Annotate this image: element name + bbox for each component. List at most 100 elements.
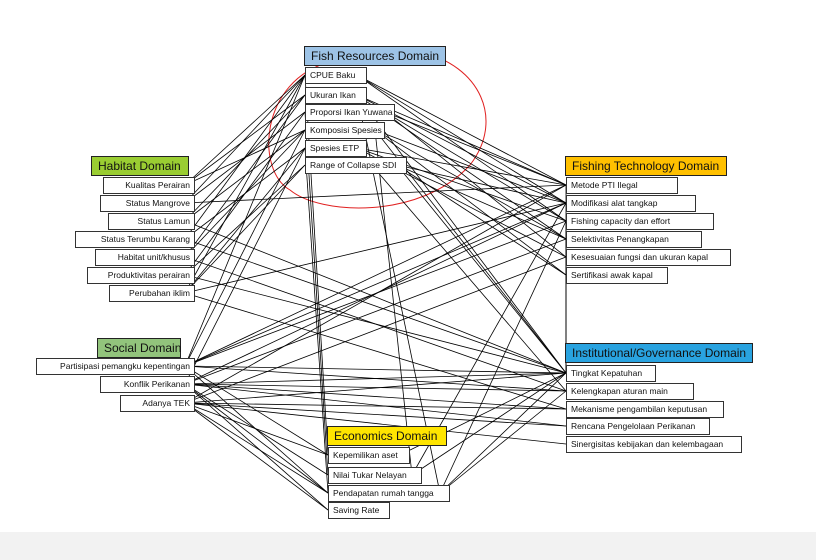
connector-line [184, 74, 306, 367]
connector-line [356, 74, 567, 186]
inst-item-mekanisme-keputusan: Mekanisme pengambilan keputusan [566, 401, 724, 418]
tech-item-sertifikasi-awak: Sertifikasi awak kapal [566, 267, 668, 284]
fish-item-ukuran-ikan: Ukuran Ikan [305, 87, 367, 104]
connector-line [384, 111, 567, 186]
connector-line [184, 402, 329, 511]
connector-line [184, 129, 306, 186]
connector-line [184, 129, 306, 367]
connector-line [396, 164, 567, 276]
connector-line [184, 365, 567, 374]
social-domain-header: Social Domain [97, 338, 181, 358]
tech-item-modifikasi-alat: Modifikasi alat tangkap [566, 195, 696, 212]
connector-line [356, 74, 567, 222]
connector-line [184, 402, 567, 427]
connector-line [184, 365, 329, 456]
connector-line [184, 402, 329, 456]
habitat-item-produktivitas-perairan: Produktivitas perairan [87, 267, 195, 284]
inst-item-tingkat-kepatuhan: Tingkat Kepatuhan [566, 365, 656, 382]
connector-line [184, 383, 567, 392]
tech-item-fishing-capacity: Fishing capacity dan effort [566, 213, 714, 230]
connector-line [184, 274, 567, 374]
tech-item-kesesuaian-kapal: Kesesuaian fungsi dan ukuran kapal [566, 249, 731, 266]
tech-item-metode-pti-ilegal: Metode PTI Ilegal [566, 177, 678, 194]
connector-line [184, 402, 567, 445]
connector-line [384, 111, 567, 258]
connector-line [184, 238, 567, 374]
connector-line [439, 372, 567, 494]
connector-line [184, 372, 567, 404]
connector-line [184, 256, 567, 404]
institutional-domain-header: Institutional/Governance Domain [565, 343, 753, 363]
fish-item-spesies-etp: Spesies ETP [305, 140, 367, 157]
fish-item-komposisi-spesies: Komposisi Spesies [305, 122, 385, 139]
inst-item-kelengkapan-aturan: Kelengkapan aturan main [566, 383, 694, 400]
connector-line [439, 390, 567, 494]
connector-line [184, 94, 306, 222]
connector-line [184, 238, 567, 385]
connector-line [184, 94, 306, 258]
connector-line [396, 164, 567, 374]
habitat-item-habitat-unit: Habitat unit/khusus [95, 249, 195, 266]
connector-line [396, 164, 567, 240]
connector-line [356, 147, 567, 392]
connector-line [184, 402, 329, 494]
connector-line [374, 129, 567, 204]
connector-line [304, 147, 329, 494]
connector-line [184, 292, 567, 410]
connector-line [184, 383, 567, 427]
econ-item-kepemilikan-aset: Kepemilikan aset [328, 447, 410, 464]
econ-item-saving-rate: Saving Rate [328, 502, 390, 519]
connector-line [396, 164, 567, 204]
connector-line [356, 147, 567, 186]
connector-line [184, 220, 567, 374]
connector-line [184, 383, 329, 494]
fish-item-proporsi-yuwana: Proporsi Ikan Yuwana [305, 104, 395, 121]
connector-line [184, 74, 306, 204]
connector-line [184, 202, 567, 385]
connector-line [184, 74, 306, 294]
connector-line [184, 383, 329, 476]
connector-line [184, 365, 567, 392]
technology-domain-header: Fishing Technology Domain [565, 156, 727, 176]
tech-item-selektivitas: Selektivitas Penangkapan [566, 231, 702, 248]
connector-line [374, 129, 413, 476]
habitat-item-status-mangrove: Status Mangrove [100, 195, 195, 212]
econ-item-nilai-tukar-nelayan: Nilai Tukar Nelayan [328, 467, 422, 484]
habitat-item-perubahan-iklim: Perubahan iklim [109, 285, 195, 302]
social-item-adanya-tek: Adanya TEK [120, 395, 195, 412]
habitat-item-kualitas-perairan: Kualitas Perairan [103, 177, 195, 194]
fish-item-range-collapse: Range of Collapse SDI [305, 157, 407, 174]
connector-line [384, 111, 567, 222]
habitat-domain-header: Habitat Domain [91, 156, 189, 176]
connector-line [374, 129, 567, 240]
connector-line [184, 74, 306, 240]
habitat-item-status-terumbu-karang: Status Terumbu Karang [75, 231, 195, 248]
connector-line [184, 184, 567, 367]
econ-item-pendapatan-rumah-tangga: Pendapatan rumah tangga [328, 485, 450, 502]
connector-line [439, 220, 567, 494]
connector-line [184, 94, 306, 186]
fish-item-cpue: CPUE Baku [305, 67, 367, 84]
connector-line [184, 202, 567, 367]
connector-line [356, 94, 567, 374]
connector-line [356, 74, 567, 204]
connector-line [184, 383, 329, 511]
connector-line [184, 383, 567, 410]
inst-item-sinergisitas: Sinergisitas kebijakan dan kelembagaan [566, 436, 742, 453]
connector-line [184, 164, 306, 294]
connector-line [184, 202, 567, 294]
connector-line [184, 111, 306, 276]
connector-line [411, 372, 567, 476]
connector-line [184, 402, 567, 410]
connector-line [184, 74, 306, 186]
connector-line [184, 184, 567, 204]
inst-item-rencana-pengelolaan: Rencana Pengelolaan Perikanan [566, 418, 710, 435]
connector-line [184, 184, 567, 404]
economics-domain-header: Economics Domain [327, 426, 447, 446]
connector-line [184, 147, 306, 385]
habitat-item-status-lamun: Status Lamun [108, 213, 195, 230]
social-item-partisipasi: Partisipasi pemangku kepentingan [36, 358, 195, 375]
footer-strip [0, 532, 816, 560]
